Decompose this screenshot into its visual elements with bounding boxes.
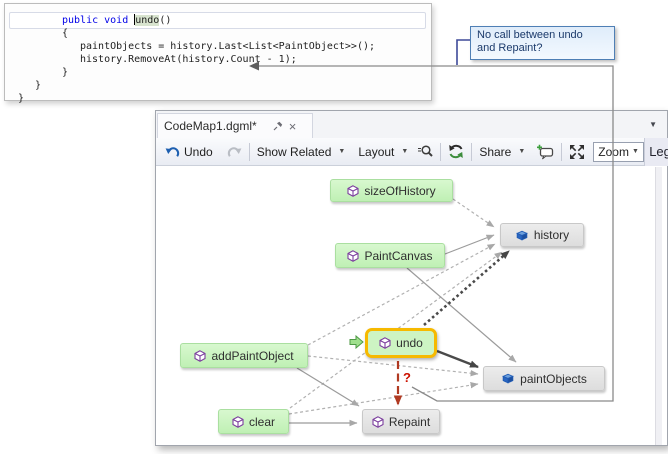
code-line-1: public void undo() bbox=[18, 14, 429, 27]
zoom-combobox[interactable]: Zoom ▼ bbox=[593, 141, 644, 162]
show-related-label: Show Related bbox=[256, 144, 332, 159]
code-line-1-suffix: () bbox=[159, 15, 172, 26]
node-label: clear bbox=[248, 414, 275, 429]
node-label: sizeOfHistory bbox=[364, 183, 436, 198]
canvas-right-scroll-strip[interactable] bbox=[655, 167, 662, 445]
map-toolbar: Undo Show Related ▼ Layout ▼ bbox=[156, 137, 668, 166]
selection-pointer-icon bbox=[349, 335, 364, 349]
node-clear[interactable]: clear bbox=[218, 409, 289, 434]
redo-button[interactable] bbox=[227, 145, 242, 159]
method-icon bbox=[232, 415, 244, 428]
node-label: PaintCanvas bbox=[364, 248, 433, 263]
code-editor-window[interactable]: public void undo() { paintObjects = hist… bbox=[4, 3, 432, 104]
undo-icon bbox=[165, 146, 180, 157]
method-icon bbox=[379, 337, 391, 349]
code-line-4: history.RemoveAt(history.Count - 1); bbox=[80, 54, 297, 65]
field-icon bbox=[515, 230, 528, 240]
undo-button[interactable]: Undo bbox=[165, 145, 213, 159]
node-history[interactable]: history bbox=[500, 223, 584, 247]
code-line-5: } bbox=[62, 67, 69, 78]
share-label: Share bbox=[479, 144, 512, 159]
refresh-icon bbox=[449, 144, 464, 159]
node-label: addPaintObject bbox=[211, 348, 294, 363]
chevron-down-icon: ▼ bbox=[401, 148, 409, 155]
method-icon bbox=[372, 415, 384, 428]
node-label: Repaint bbox=[388, 414, 431, 429]
chevron-down-icon: ▼ bbox=[631, 148, 639, 155]
map-canvas[interactable]: ? sizeOfHistory history PaintCanvas undo bbox=[156, 167, 667, 445]
pin-icon[interactable] bbox=[273, 121, 283, 131]
fit-to-window-icon bbox=[570, 144, 585, 159]
highlighted-symbol-undo: undo bbox=[135, 15, 160, 26]
callout-text-line-1: No call between undo bbox=[477, 29, 583, 41]
toolbar-separator bbox=[471, 142, 473, 161]
redo-icon bbox=[227, 146, 242, 157]
text-caret bbox=[134, 14, 136, 25]
field-icon bbox=[502, 373, 515, 384]
node-paintObjects[interactable]: paintObjects bbox=[483, 366, 605, 391]
layout-label: Layout bbox=[358, 144, 395, 159]
code-map-window: CodeMap1.dgml* × ▼ Undo Show Related ▼ bbox=[155, 110, 668, 446]
node-label: undo bbox=[396, 336, 423, 350]
node-undo-selected[interactable]: undo bbox=[365, 328, 437, 358]
chevron-down-icon: ▼ bbox=[338, 148, 346, 155]
window-dropdown-icon[interactable]: ▼ bbox=[649, 120, 657, 129]
annotation-callout: No call between undo and Repaint? bbox=[470, 26, 615, 60]
find-in-map-button[interactable] bbox=[418, 144, 434, 159]
toolbar-separator bbox=[440, 142, 442, 161]
show-related-button[interactable]: Show Related ▼ bbox=[257, 145, 346, 159]
close-icon[interactable]: × bbox=[288, 118, 297, 134]
keyword-public-void: public void bbox=[62, 15, 135, 26]
node-label: history bbox=[533, 228, 570, 242]
callout-text-line-2: and Repaint? bbox=[477, 42, 543, 54]
tab-title: CodeMap1.dgml* bbox=[164, 119, 257, 133]
code-line-3: paintObjects = history.Last<List<PaintOb… bbox=[80, 41, 376, 52]
node-addPaintObject[interactable]: addPaintObject bbox=[180, 343, 308, 368]
document-tab-strip: CodeMap1.dgml* × ▼ bbox=[156, 111, 667, 138]
legend-button[interactable]: Legend bbox=[643, 137, 668, 166]
node-PaintCanvas[interactable]: PaintCanvas bbox=[335, 243, 445, 268]
zoom-combobox-value: Zoom bbox=[598, 144, 629, 159]
refresh-button[interactable] bbox=[448, 144, 464, 159]
code-line-7: } bbox=[18, 93, 25, 104]
fit-to-window-button[interactable] bbox=[569, 144, 585, 160]
code-text: public void undo() { paintObjects = hist… bbox=[18, 14, 429, 105]
layout-button[interactable]: Layout ▼ bbox=[358, 145, 408, 159]
method-icon bbox=[194, 349, 207, 362]
toolbar-separator bbox=[248, 142, 250, 161]
code-line-2: { bbox=[62, 28, 69, 39]
new-comment-button[interactable] bbox=[536, 144, 554, 160]
node-Repaint[interactable]: Repaint bbox=[362, 409, 440, 434]
node-label: paintObjects bbox=[520, 371, 587, 386]
share-button[interactable]: Share ▼ bbox=[479, 145, 525, 159]
legend-button-label: Legend bbox=[649, 144, 668, 159]
tab-codemap1-dgml[interactable]: CodeMap1.dgml* × bbox=[157, 113, 313, 138]
node-sizeOfHistory[interactable]: sizeOfHistory bbox=[330, 179, 453, 202]
question-mark-flag[interactable]: ? bbox=[403, 370, 411, 385]
method-icon bbox=[347, 184, 359, 197]
code-line-6: } bbox=[35, 80, 42, 91]
magnifier-icon bbox=[418, 145, 434, 157]
method-icon bbox=[347, 249, 360, 262]
current-line-highlight bbox=[9, 12, 426, 29]
graph-edges bbox=[288, 198, 517, 427]
undo-button-label: Undo bbox=[184, 144, 213, 159]
toolbar-separator bbox=[561, 142, 563, 161]
chevron-down-icon: ▼ bbox=[518, 148, 526, 155]
new-comment-icon bbox=[537, 144, 554, 159]
